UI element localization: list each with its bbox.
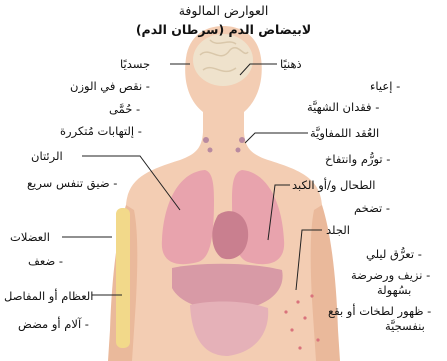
mental-fatigue: - إعياء xyxy=(370,79,400,93)
arm-bone-shape xyxy=(116,208,130,348)
muscles-weakness: - ضعف xyxy=(28,254,63,268)
skin-spot xyxy=(290,328,293,331)
skin-night-sweats: - تعرُّق ليلي xyxy=(366,247,422,261)
lymph-node xyxy=(203,137,209,143)
skin-bleeding-line-2: بسُهولة xyxy=(377,283,411,297)
lymph-node xyxy=(208,148,213,153)
lymph-node xyxy=(236,148,241,153)
skin-spot xyxy=(298,346,301,349)
muscles-heading: العضلات xyxy=(10,230,50,244)
lungs-heading: الرئتان xyxy=(31,149,63,163)
bones-pain: - آلام أو مضض xyxy=(18,317,89,331)
skin-spot xyxy=(310,294,313,297)
bones-heading: العظام أو المفاصل xyxy=(4,289,94,303)
skin-bleeding-line-1: - نزيف ورضرضة xyxy=(351,268,430,282)
physical-heading: جسديًا xyxy=(120,57,150,71)
mental-appetite-loss: - فقدان الشهيَّة xyxy=(307,100,379,114)
skin-spots-line-1: - ظهور لطخات أو بقع xyxy=(328,304,431,318)
skin-spot xyxy=(296,300,299,303)
physical-infections: - إلتهابات مُتكررة xyxy=(60,124,142,138)
spleen-heading: الطحال و/أو الكبد xyxy=(292,178,375,192)
mental-heading: ذهنيًا xyxy=(280,57,302,71)
lymph-heading: العُقد اللمفاويَّة xyxy=(310,126,379,140)
skin-spot xyxy=(316,338,319,341)
skin-spot xyxy=(303,316,306,319)
lymph-callout-line xyxy=(245,133,308,143)
physical-fever: - حُمَّى xyxy=(109,102,140,116)
physical-weight-loss: - نقص في الوزن xyxy=(70,79,150,93)
lymph-swelling: - تورُّم وانتفاخ xyxy=(325,152,390,166)
lymph-node xyxy=(239,137,245,143)
skin-spots-line-2: بنفسجيَّة xyxy=(385,319,425,333)
brain-shape xyxy=(193,34,253,86)
lungs-shortness-breath: - ضيق تنفس سريع xyxy=(27,176,117,190)
title-line-1: العوارض المالوفة xyxy=(0,3,447,18)
skin-spot xyxy=(284,310,287,313)
title-line-2: لابيضاض الدم (سرطان الدم) xyxy=(0,22,447,37)
spleen-enlargement: - تضخم xyxy=(354,201,390,215)
skin-heading: الجلد xyxy=(326,223,350,237)
